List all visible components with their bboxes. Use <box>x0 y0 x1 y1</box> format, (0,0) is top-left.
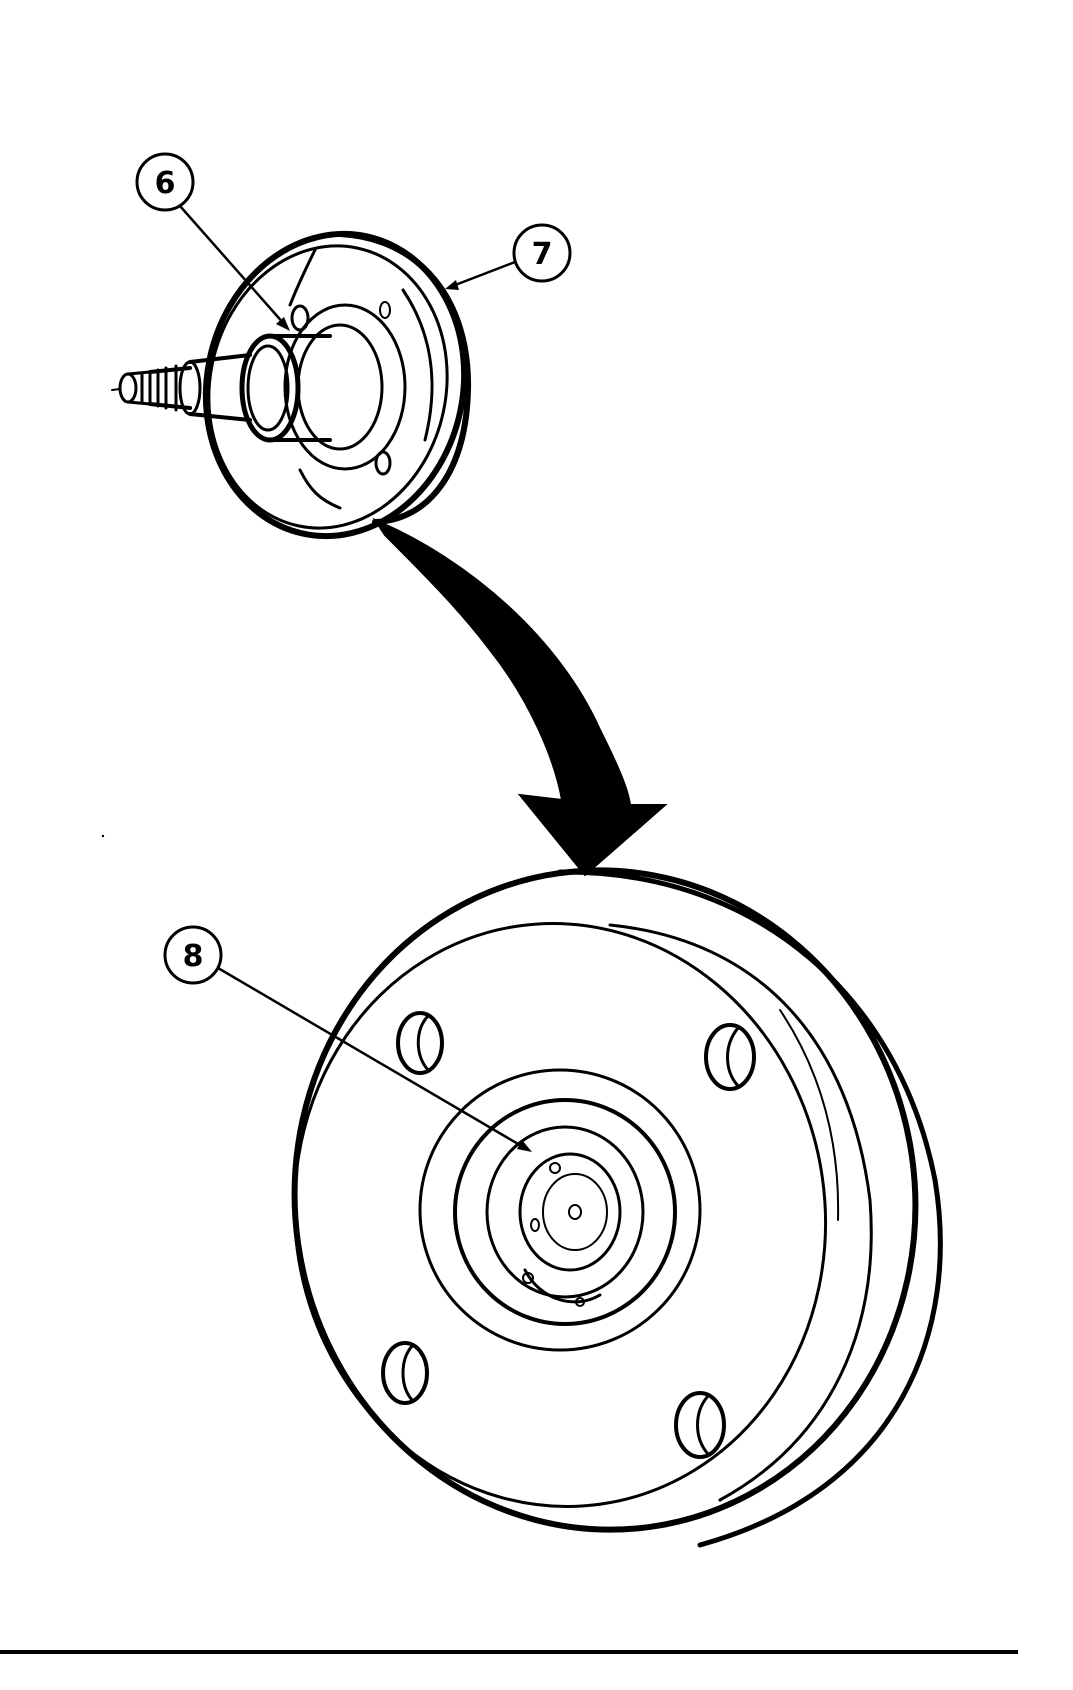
callout-6: 6 <box>135 152 290 331</box>
lug-hole <box>396 1011 444 1075</box>
brake-drum <box>291 867 943 1548</box>
callout-8: 8 <box>163 925 532 1152</box>
lug-hole <box>381 1341 429 1405</box>
lug-hole <box>674 1391 726 1459</box>
transition-arrow <box>372 517 668 877</box>
callout-7: 7 <box>445 223 572 290</box>
callout-6-label: 6 <box>155 166 176 201</box>
lug-hole <box>704 1023 756 1091</box>
callout-7-label: 7 <box>532 237 553 272</box>
callout-8-label: 8 <box>183 939 204 974</box>
stray-mark <box>101 834 105 838</box>
shaft-hub-assembly <box>111 230 472 540</box>
